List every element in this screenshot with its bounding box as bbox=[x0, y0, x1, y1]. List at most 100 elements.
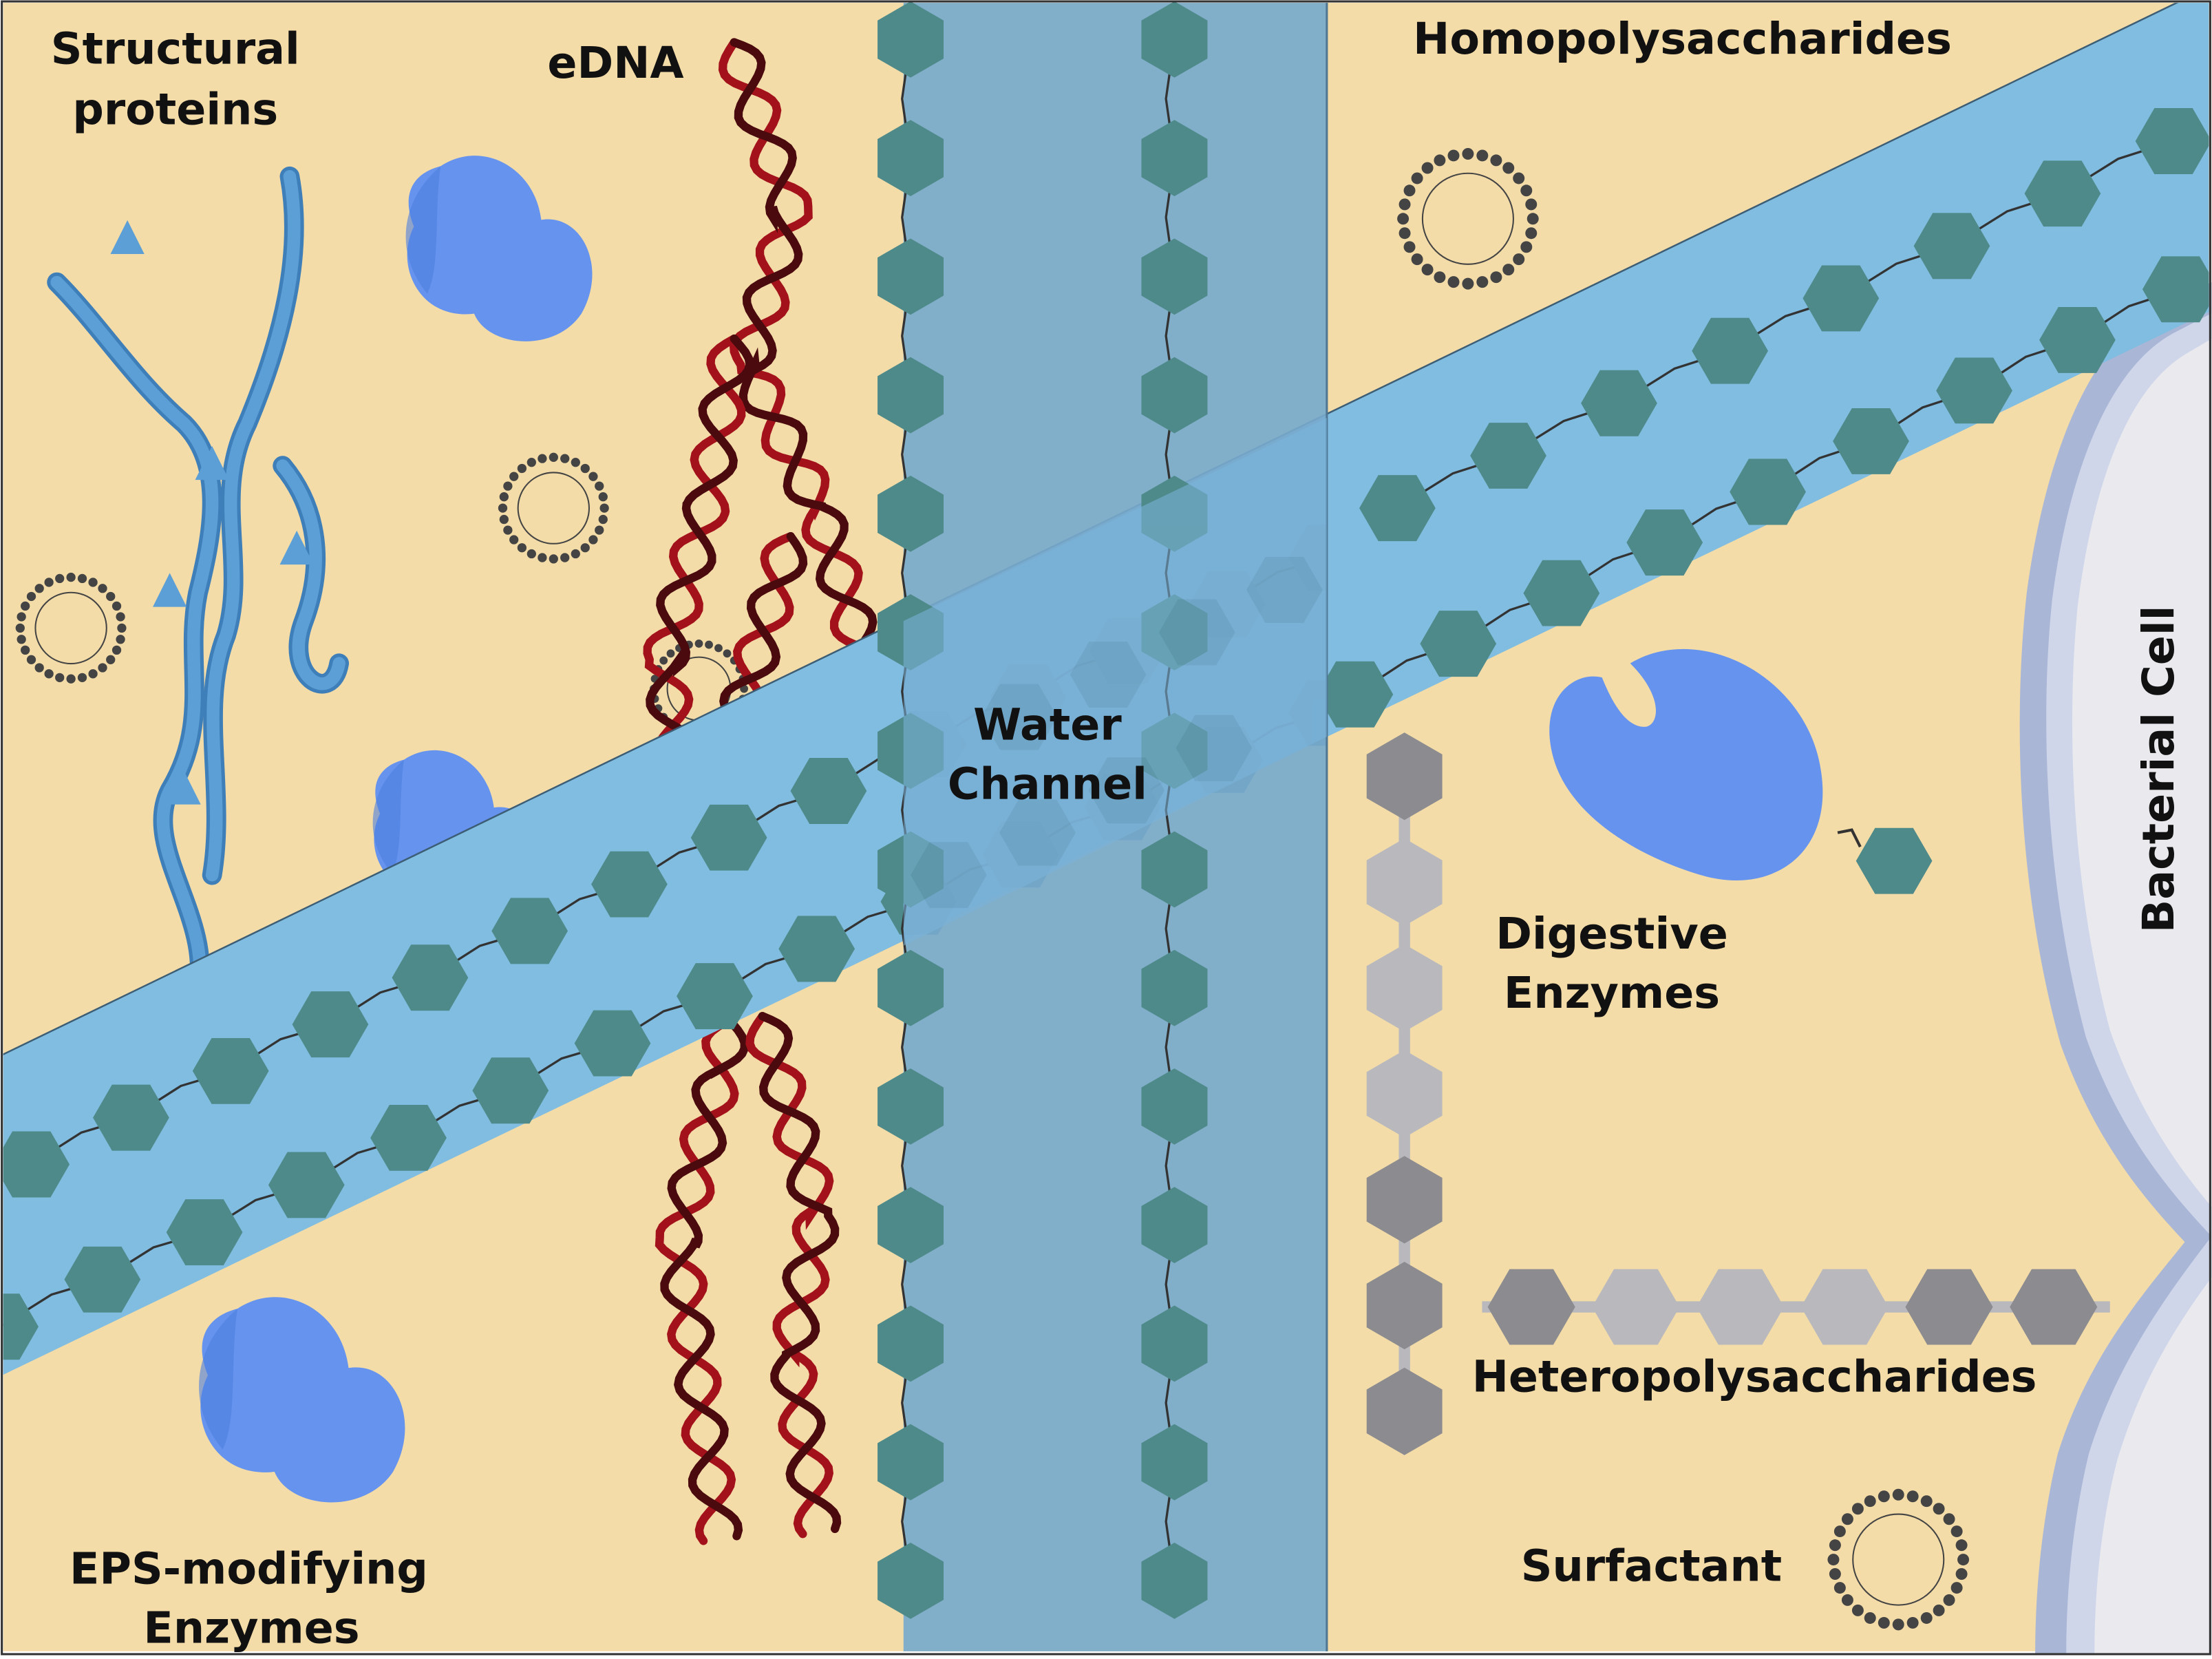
hexagon-sugar-icon bbox=[1366, 838, 1443, 926]
dna-strand bbox=[660, 531, 808, 1541]
hexagon-sugar-icon bbox=[981, 684, 1058, 750]
hexagon-sugar-icon bbox=[878, 1305, 944, 1382]
polysaccharide-chain bbox=[1326, 256, 2209, 728]
micelle-head bbox=[1920, 1612, 1933, 1624]
micelle-head bbox=[1525, 227, 1538, 240]
label-digestive-enzymes-line2: Enzymes bbox=[1504, 967, 1720, 1018]
micelle-head bbox=[21, 645, 30, 655]
hexagon-sugar-icon bbox=[878, 120, 944, 196]
hexagon-sugar-icon bbox=[3, 1131, 70, 1198]
hexagon-sugar-icon bbox=[1326, 661, 1394, 728]
micelle-head bbox=[1943, 1513, 1955, 1525]
hexagon-sugar-icon bbox=[677, 963, 753, 1030]
hexagon-sugar-icon bbox=[1359, 475, 1436, 542]
micelle-head bbox=[1399, 198, 1411, 211]
micelle-head bbox=[1513, 172, 1525, 184]
protein-arrowhead bbox=[153, 573, 187, 607]
micelle-head bbox=[17, 635, 26, 644]
micelle-head bbox=[549, 452, 558, 462]
micelle-head bbox=[598, 514, 608, 525]
micelle-head bbox=[1955, 1568, 1968, 1580]
micelle-head bbox=[560, 454, 570, 463]
hexagon-sugar-icon bbox=[1833, 408, 1909, 474]
micelle-head bbox=[517, 463, 527, 474]
micelle-head bbox=[498, 503, 508, 513]
micelle-head bbox=[111, 601, 122, 611]
hexagon-sugar-icon bbox=[292, 991, 369, 1058]
hexagon-sugar-icon bbox=[192, 1037, 269, 1104]
hexagon-sugar-icon bbox=[1936, 357, 2012, 424]
micelle-head bbox=[88, 669, 98, 679]
micelle-icon bbox=[498, 452, 609, 564]
micelle-head bbox=[116, 612, 125, 622]
hexagon-sugar-icon bbox=[1366, 1050, 1443, 1138]
micelle-head bbox=[1476, 276, 1489, 288]
hexagon-sugar-icon bbox=[1141, 238, 1208, 315]
hexagon-sugar-icon bbox=[1366, 1367, 1443, 1455]
micelle-head bbox=[55, 673, 65, 682]
protein-arrowhead bbox=[167, 770, 201, 805]
micelle-head bbox=[98, 663, 107, 673]
hexagon-sugar-icon bbox=[1141, 1424, 1208, 1501]
micelle-head bbox=[1906, 1490, 1919, 1503]
micelle-head bbox=[1878, 1616, 1890, 1629]
micelle-head bbox=[1421, 162, 1434, 174]
hexagon-sugar-icon bbox=[93, 1084, 169, 1151]
hexagon-sugar-icon bbox=[878, 475, 944, 552]
micelle-head bbox=[595, 481, 604, 491]
micelle-head bbox=[1490, 154, 1502, 167]
hexagon-sugar-icon bbox=[574, 1010, 651, 1077]
micelle-head bbox=[509, 535, 519, 545]
micelle-head bbox=[1829, 1568, 1841, 1580]
hexagon-sugar-icon bbox=[1420, 611, 1497, 677]
micelle-head bbox=[595, 525, 604, 535]
micelle-head bbox=[580, 463, 590, 474]
micelle-head bbox=[1447, 149, 1460, 162]
micelle-head bbox=[538, 454, 547, 463]
micelle-head bbox=[1933, 1604, 1945, 1616]
homopolysaccharide-band-right bbox=[1326, 3, 2209, 737]
micelle-head bbox=[15, 623, 25, 633]
hexagon-sugar-icon bbox=[878, 1068, 944, 1145]
protein-arrowhead bbox=[110, 220, 145, 255]
micelle-icon bbox=[1397, 147, 1539, 290]
micelle-head bbox=[659, 656, 668, 665]
micelle-head bbox=[1878, 1490, 1890, 1503]
micelle-head bbox=[571, 549, 580, 559]
micelle-head bbox=[1851, 1604, 1864, 1616]
micelle-head bbox=[77, 673, 87, 682]
hexagon-sugar-icon bbox=[1802, 265, 1880, 332]
hexagon-sugar-icon bbox=[1246, 557, 1323, 624]
protein-ribbon bbox=[205, 170, 301, 882]
hexagon-sugar-icon bbox=[778, 916, 855, 982]
hexagon-sugar-icon bbox=[2024, 160, 2101, 227]
hexagon-sugar-icon bbox=[1581, 370, 1657, 436]
hexagon-sugar-icon bbox=[64, 1246, 141, 1313]
label-eps-modifying-line1: EPS-modifying bbox=[70, 1543, 428, 1594]
channel-polysaccharide-chain bbox=[878, 1, 944, 1619]
hexagon-sugar-icon bbox=[1855, 827, 1933, 894]
micelle-head bbox=[571, 458, 580, 467]
micelle-head bbox=[26, 591, 36, 602]
micelle-head bbox=[1933, 1503, 1945, 1515]
micelle-icon bbox=[15, 572, 127, 684]
hexagon-sugar-icon bbox=[1692, 317, 1768, 384]
micelle-head bbox=[1829, 1539, 1841, 1552]
micelle-head bbox=[1513, 253, 1525, 266]
bacterial-cell-interior bbox=[2072, 339, 2212, 1654]
micelle-head bbox=[1892, 1488, 1904, 1501]
micelle-head bbox=[723, 649, 732, 658]
micelle-head bbox=[1943, 1594, 1955, 1606]
micelle-head bbox=[1955, 1539, 1968, 1552]
micelle-head bbox=[1841, 1513, 1853, 1525]
hexagon-sugar-icon bbox=[3, 1293, 39, 1360]
micelle-head bbox=[499, 514, 509, 525]
hexagon-sugar-icon bbox=[591, 851, 668, 918]
label-surfactant: Surfactant bbox=[1521, 1540, 1782, 1591]
micelle-head bbox=[21, 601, 30, 611]
micelle-head bbox=[1399, 227, 1411, 240]
hexagon-sugar-icon bbox=[878, 1, 944, 78]
micelle-head bbox=[44, 578, 54, 587]
